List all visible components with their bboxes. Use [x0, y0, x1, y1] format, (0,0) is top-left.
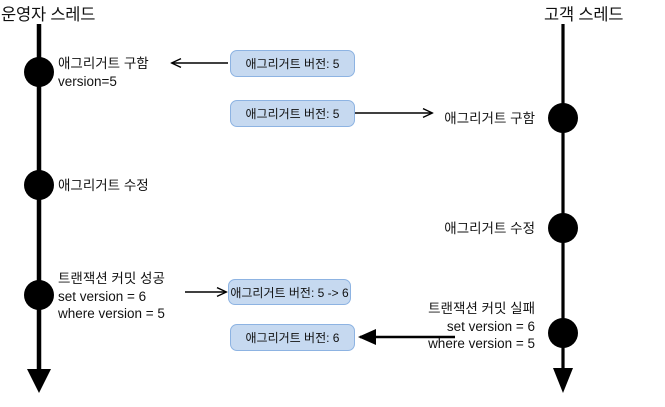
left-node-3-line3: where version = 5	[58, 306, 165, 321]
right-node-3-line3: where version = 5	[428, 336, 535, 351]
right-node-3-line2: set version = 6	[446, 318, 535, 334]
left-node-3-marker	[24, 280, 54, 310]
right-thread-title: 고객 스레드	[544, 6, 624, 24]
right-lifeline	[553, 24, 573, 393]
left-node-2-label: 애그리거트 수정	[58, 177, 149, 195]
right-node-2-line1: 애그리거트 수정	[444, 221, 535, 236]
right-node-3-line1: 트랜잭션 커밋 실패	[428, 301, 535, 316]
right-node-1-line1: 애그리거트 구함	[444, 111, 535, 126]
left-node-3-label: 트랜잭션 커밋 성공 set version = 6 where version…	[58, 270, 165, 323]
message-box-4[interactable]: 애그리거트 버전: 6	[230, 324, 355, 351]
left-node-1-marker	[24, 57, 54, 87]
right-node-2-marker	[548, 213, 578, 243]
left-node-2-marker	[24, 170, 54, 200]
message-box-2[interactable]: 애그리거트 버전: 5	[230, 100, 355, 127]
right-node-1-marker	[548, 103, 578, 133]
left-node-1-line2: version=5	[58, 73, 117, 89]
arrow-message-4-head	[358, 329, 376, 345]
left-node-3-line2: set version = 6	[58, 288, 147, 304]
left-node-1-line1: 애그리거트 구함	[58, 56, 149, 71]
left-node-1-label: 애그리거트 구함 version=5	[58, 55, 149, 90]
left-node-3-line1: 트랜잭션 커밋 성공	[58, 271, 165, 286]
left-thread-title: 운영자 스레드	[1, 6, 96, 24]
right-node-2-label: 애그리거트 수정	[300, 220, 535, 238]
message-box-3[interactable]: 애그리거트 버전: 5 -> 6	[228, 279, 351, 305]
left-node-2-line1: 애그리거트 수정	[58, 178, 149, 193]
right-node-1-label: 애그리거트 구함	[300, 110, 535, 128]
right-node-3-label: 트랜잭션 커밋 실패 set version = 6 where version…	[290, 300, 535, 353]
right-node-3-marker	[548, 318, 578, 348]
message-box-1[interactable]: 애그리거트 버전: 5	[230, 50, 355, 77]
